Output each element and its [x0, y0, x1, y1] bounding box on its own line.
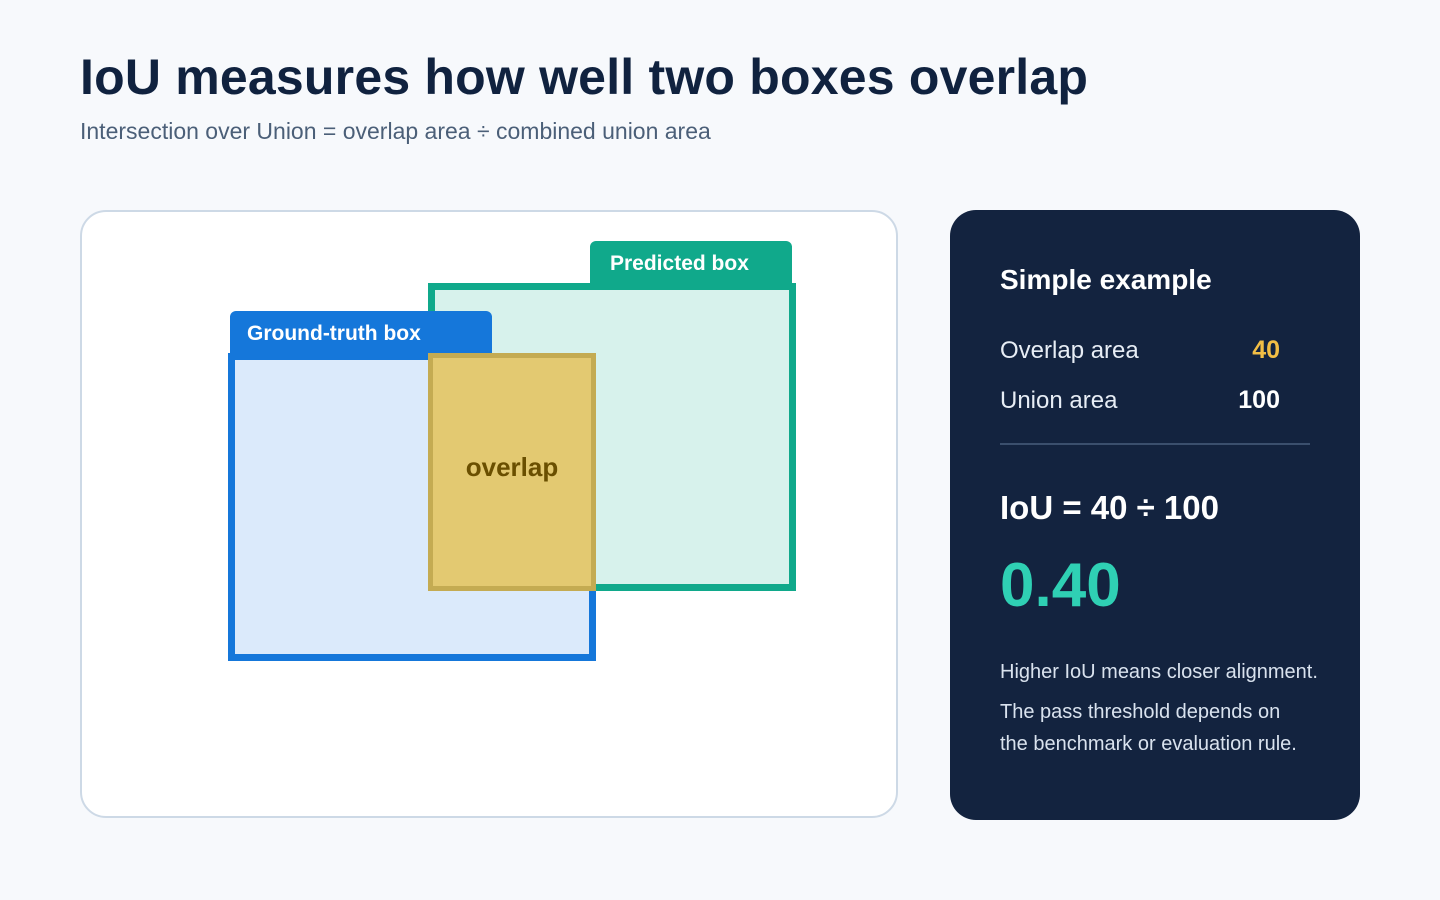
iou-formula: IoU = 40 ÷ 100 [1000, 489, 1219, 526]
note-line-2: The pass threshold depends on [1000, 701, 1281, 723]
note-line-1: Higher IoU means closer alignment. [1000, 661, 1318, 683]
page-title: IoU measures how well two boxes overlap [80, 49, 1089, 105]
union-area-label: Union area [1000, 387, 1118, 414]
page-subtitle: Intersection over Union = overlap area ÷… [80, 118, 711, 144]
diagram-panel: overlap Ground-truth box Predicted box [80, 210, 898, 818]
predicted-tag: Predicted box [590, 241, 792, 283]
overlap-label: overlap [465, 452, 559, 482]
union-area-value: 100 [1238, 386, 1280, 414]
example-title: Simple example [1000, 264, 1212, 295]
overlap-area-value: 40 [1252, 336, 1280, 364]
ground-truth-tag: Ground-truth box [230, 311, 492, 353]
iou-result: 0.40 [1000, 551, 1121, 620]
example-panel: Simple example Overlap area 40 Union are… [950, 210, 1360, 820]
divider [1000, 443, 1310, 445]
overlap-region [428, 353, 596, 591]
note-line-3: the benchmark or evaluation rule. [1000, 733, 1297, 755]
overlap-area-label: Overlap area [1000, 337, 1139, 364]
